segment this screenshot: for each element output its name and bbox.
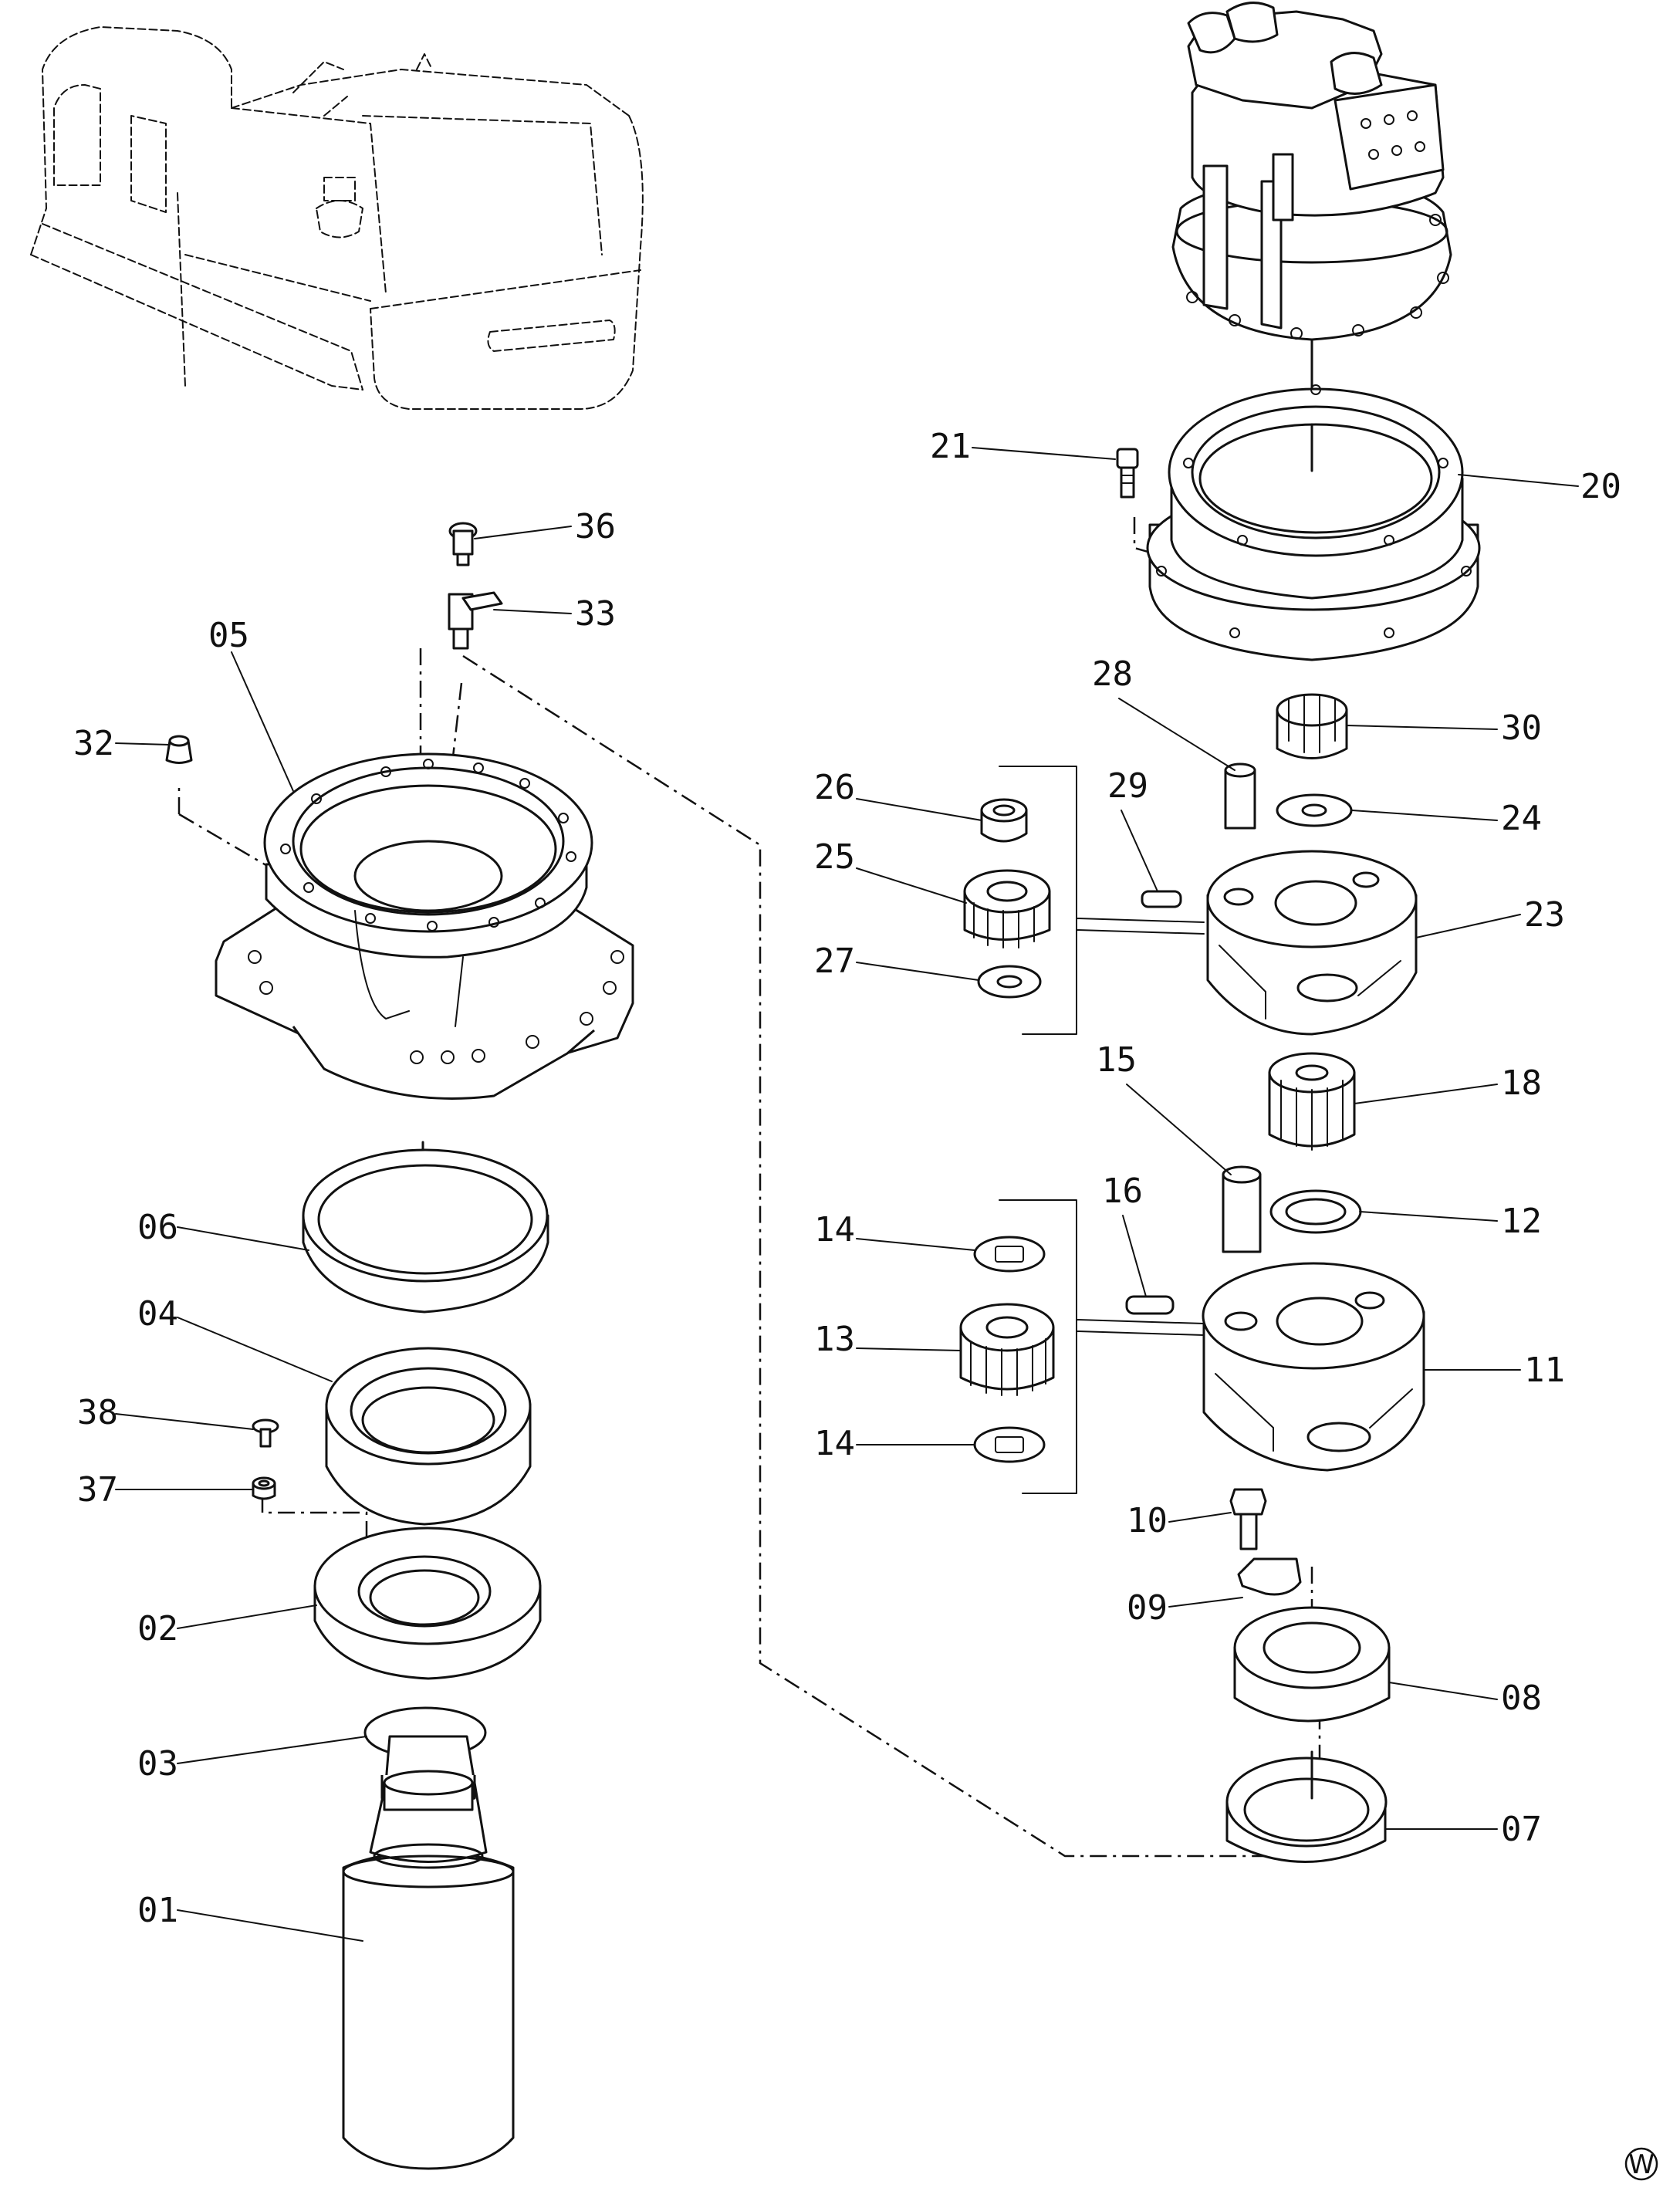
- part-01-pinion-shaft: [342, 1735, 515, 2170]
- label-05: 05: [208, 616, 249, 655]
- part-21-bolt: [1116, 448, 1139, 499]
- label-28: 28: [1092, 654, 1133, 694]
- part-05-housing: [215, 752, 634, 1100]
- label-03: 03: [137, 1744, 178, 1784]
- label-10: 10: [1127, 1501, 1168, 1540]
- label-25: 25: [814, 837, 855, 877]
- label-14-lower: 14: [814, 1424, 855, 1463]
- part-07-bearing: [1225, 1750, 1388, 1863]
- part-28-pin: [1224, 762, 1256, 830]
- label-36: 36: [575, 507, 616, 546]
- part-12-thrust-washer: [1269, 1189, 1362, 1234]
- label-26: 26: [814, 768, 855, 807]
- part-23-planet-carrier: [1206, 850, 1418, 1036]
- part-37-plug: [252, 1476, 276, 1500]
- label-38: 38: [77, 1393, 118, 1432]
- label-14-upper: 14: [814, 1210, 855, 1249]
- label-16: 16: [1102, 1172, 1143, 1211]
- excavator-overview-illustration: [30, 26, 644, 410]
- callout-leaders: [115, 447, 1579, 1942]
- label-04: 04: [137, 1294, 178, 1334]
- label-33: 33: [575, 594, 616, 634]
- label-11: 11: [1524, 1351, 1565, 1390]
- part-02-seal-cover: [313, 1527, 542, 1680]
- label-13: 13: [814, 1320, 855, 1359]
- label-32: 32: [73, 724, 114, 763]
- part-06-seal-ring: [302, 1148, 549, 1314]
- swing-motor-assembly: [1171, 2, 1452, 341]
- label-18: 18: [1501, 1063, 1542, 1103]
- part-09-lock-plate: [1237, 1557, 1302, 1596]
- connector-37: [261, 1496, 368, 1574]
- label-08: 08: [1501, 1679, 1542, 1718]
- part-13-planet-gear: [959, 1303, 1055, 1396]
- label-23: 23: [1524, 895, 1565, 935]
- label-06: 06: [137, 1208, 178, 1247]
- label-37: 37: [77, 1470, 118, 1510]
- part-14-washer-lower: [973, 1426, 1046, 1463]
- label-02: 02: [137, 1609, 178, 1648]
- label-12: 12: [1501, 1202, 1542, 1241]
- part-30-sun-gear: [1276, 693, 1348, 759]
- part-18-sun-gear: [1268, 1052, 1356, 1151]
- part-38-screw: [252, 1418, 279, 1448]
- group-bracket-upper: [999, 766, 1077, 1035]
- part-26-needle-bearing: [980, 798, 1028, 843]
- corner-mark: W: [1624, 2147, 1658, 2181]
- part-08-collar: [1233, 1606, 1391, 1723]
- part-25-planet-gear: [963, 869, 1051, 948]
- corner-mark-letter: W: [1628, 2149, 1655, 2180]
- connector-32-body: [178, 813, 279, 874]
- part-10-bolt: [1229, 1488, 1267, 1550]
- connector-21: [1133, 517, 1162, 557]
- callout-labels: 36 33 05 32 06 04 38 37 02 03 01 21 20 2…: [73, 427, 1621, 1930]
- group-bracket-lower: [999, 1199, 1077, 1494]
- label-20: 20: [1580, 467, 1621, 506]
- part-33-valve-fitting: [448, 591, 503, 650]
- part-15-pin: [1222, 1165, 1262, 1253]
- label-07: 07: [1501, 1810, 1542, 1849]
- part-36-fitting: [448, 522, 478, 566]
- label-21: 21: [930, 427, 971, 466]
- part-16-pin: [1125, 1295, 1175, 1315]
- part-11-planet-carrier: [1202, 1262, 1425, 1472]
- label-09: 09: [1127, 1588, 1168, 1628]
- label-01: 01: [137, 1891, 178, 1930]
- part-14-washer-upper: [973, 1236, 1046, 1273]
- part-24-thrust-washer: [1276, 793, 1353, 827]
- label-24: 24: [1501, 799, 1542, 838]
- part-29-pin: [1141, 890, 1182, 908]
- label-29: 29: [1107, 766, 1148, 806]
- label-27: 27: [814, 942, 855, 981]
- label-30: 30: [1501, 708, 1542, 748]
- label-15: 15: [1096, 1040, 1137, 1080]
- part-32-cap: [165, 735, 193, 764]
- part-04-bearing: [325, 1347, 532, 1526]
- part-20-ring-gear-housing: [1146, 384, 1481, 661]
- part-27-washer: [977, 965, 1042, 999]
